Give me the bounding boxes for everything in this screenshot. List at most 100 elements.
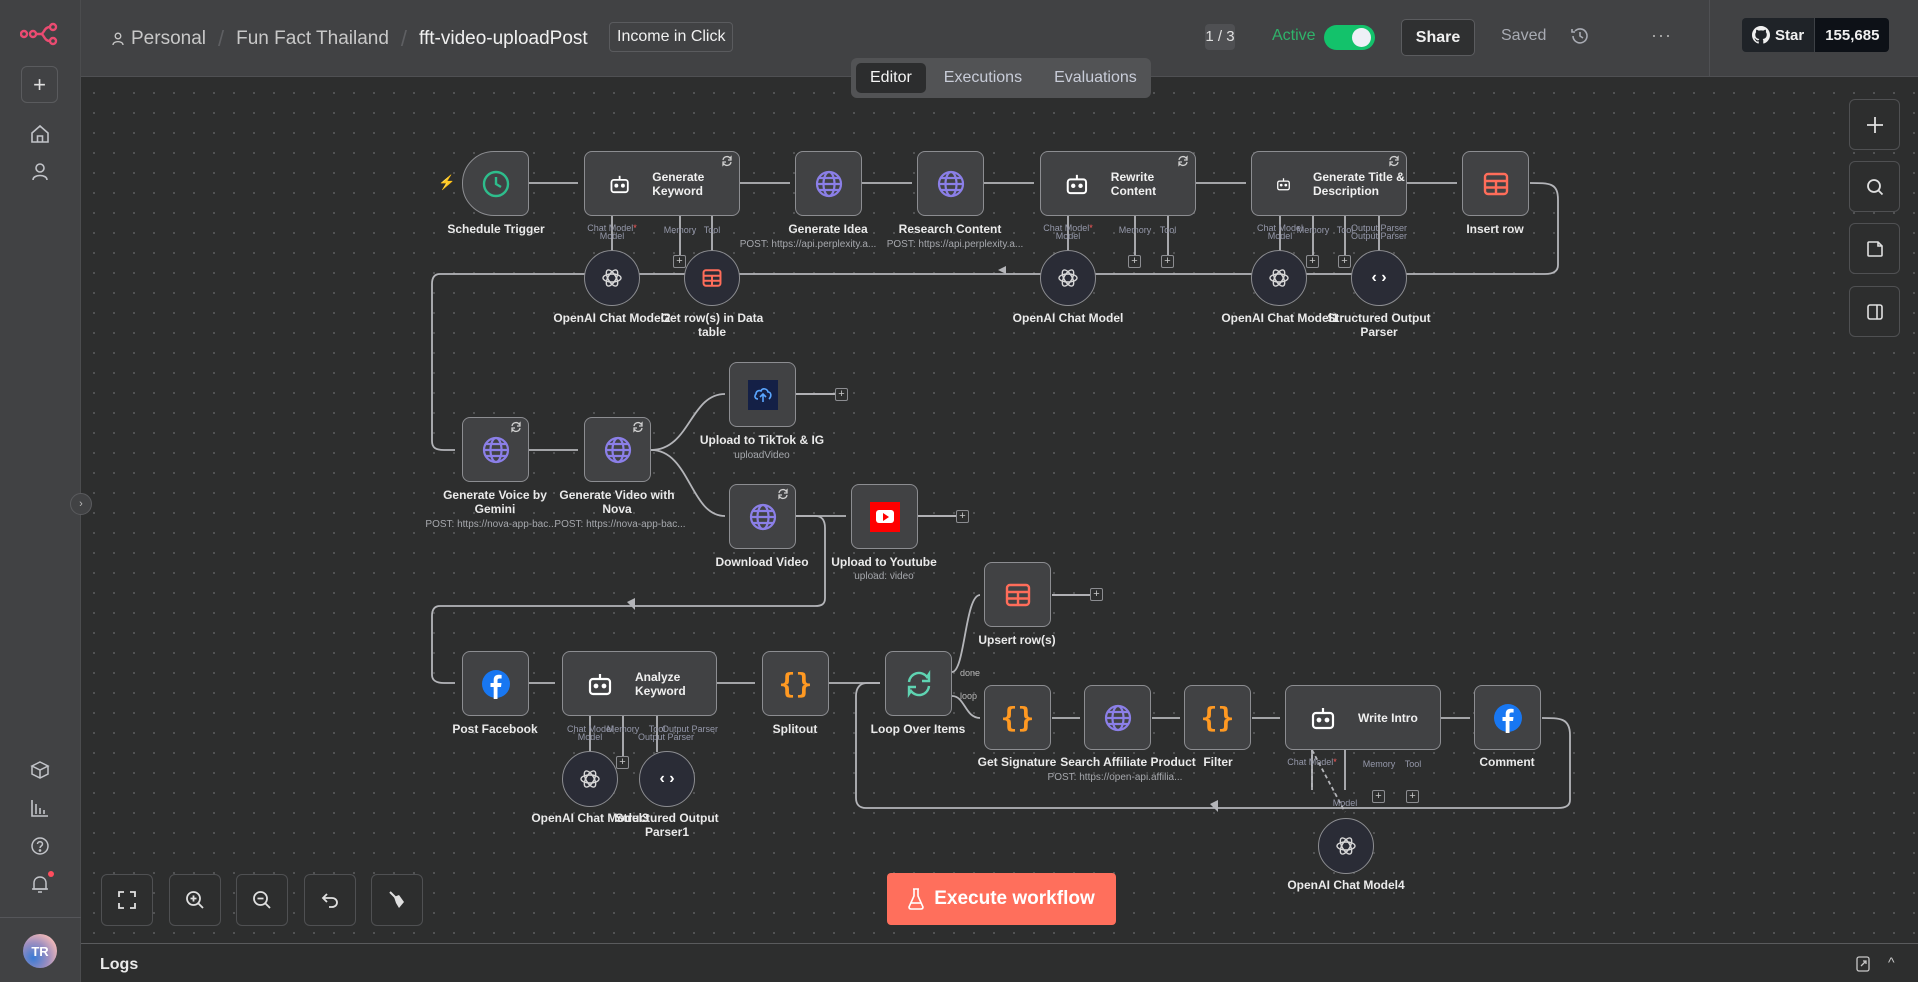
- add-node-button[interactable]: +: [835, 388, 848, 401]
- node-rewrite-content[interactable]: Rewrite Content: [1040, 151, 1196, 216]
- expand-sidebar-button[interactable]: ›: [70, 493, 92, 515]
- add-node-panel-button[interactable]: [1849, 99, 1900, 150]
- node-filter[interactable]: {}: [1184, 685, 1251, 750]
- active-toggle[interactable]: [1324, 25, 1375, 50]
- node-upload-tiktok[interactable]: [729, 362, 796, 427]
- node-generate-idea[interactable]: [795, 151, 862, 216]
- execute-workflow-label: Execute workflow: [934, 888, 1095, 909]
- add-tool-button[interactable]: +: [1161, 255, 1174, 268]
- home-icon[interactable]: [28, 122, 52, 146]
- node-generate-video[interactable]: [584, 417, 651, 482]
- github-star[interactable]: Star: [1742, 18, 1816, 52]
- insights-icon[interactable]: [28, 796, 52, 820]
- node-structured-output-parser[interactable]: ‹ ›: [1351, 250, 1407, 306]
- node-openai-chat-model3[interactable]: [562, 751, 618, 807]
- workflow-name[interactable]: fft-video-uploadPost: [419, 28, 588, 49]
- workflow-canvas[interactable]: [81, 78, 1918, 943]
- node-insert-row[interactable]: [1462, 151, 1529, 216]
- add-memory-button[interactable]: +: [616, 756, 629, 769]
- github-icon: [1752, 26, 1770, 44]
- sticky-note-button[interactable]: [1849, 223, 1900, 274]
- add-memory-button[interactable]: +: [1128, 255, 1141, 268]
- note-icon: [1866, 240, 1883, 257]
- node-splitout[interactable]: {}: [762, 651, 829, 716]
- port-chat-model-text: Chat Model: [587, 223, 634, 233]
- add-memory-button[interactable]: +: [1306, 255, 1319, 268]
- globe-icon: [749, 503, 776, 530]
- node-openai-chat-model4[interactable]: [1318, 818, 1374, 874]
- youtube-icon: [869, 501, 900, 532]
- tab-executions[interactable]: Executions: [943, 69, 1023, 86]
- globe-icon: [1104, 704, 1131, 731]
- create-button[interactable]: +: [21, 66, 58, 103]
- openai-icon: [580, 770, 600, 788]
- port-output-parser: Output Parser: [637, 732, 695, 742]
- node-post-facebook[interactable]: [462, 651, 529, 716]
- pop-out-icon[interactable]: [1856, 956, 1870, 972]
- notifications-icon[interactable]: [28, 872, 52, 896]
- node-structured-output-parser1[interactable]: ‹ ›: [639, 751, 695, 807]
- add-memory-button[interactable]: +: [673, 255, 686, 268]
- output-loop-label: loop: [960, 691, 978, 701]
- required-mark: *: [1089, 223, 1093, 233]
- node-download-video[interactable]: [729, 484, 796, 549]
- n8n-logo-icon[interactable]: [20, 22, 60, 46]
- breadcrumb-project[interactable]: Fun Fact Thailand: [236, 28, 389, 49]
- port-model: Model: [599, 231, 625, 241]
- zoom-in-button[interactable]: [169, 874, 221, 926]
- node-generate-keyword[interactable]: Generate Keyword: [584, 151, 740, 216]
- node-get-rows[interactable]: [684, 250, 740, 306]
- node-analyze-keyword[interactable]: Analyze Keyword: [562, 651, 717, 716]
- node-research-content[interactable]: [917, 151, 984, 216]
- node-upload-youtube[interactable]: [851, 484, 918, 549]
- node-write-intro[interactable]: Write Intro: [1285, 685, 1441, 750]
- add-node-button[interactable]: +: [1090, 588, 1103, 601]
- help-icon[interactable]: [28, 834, 52, 858]
- openai-icon: [1058, 269, 1078, 287]
- node-openai-chat-model2[interactable]: [584, 250, 640, 306]
- node-search-affiliate[interactable]: [1084, 685, 1151, 750]
- add-node-button[interactable]: +: [956, 510, 969, 523]
- logs-panel[interactable]: Logs ^: [81, 943, 1918, 982]
- node-label: Download Video: [715, 555, 809, 569]
- add-tool-button[interactable]: +: [1338, 255, 1351, 268]
- breadcrumb-personal[interactable]: Personal: [111, 28, 206, 50]
- node-label: Loop Over Items: [870, 722, 966, 736]
- node-openai-chat-model1[interactable]: [1251, 250, 1307, 306]
- toggle-panel-button[interactable]: [1849, 286, 1900, 337]
- github-star-button[interactable]: Star 155,685: [1742, 18, 1890, 52]
- tab-evaluations[interactable]: Evaluations: [1054, 69, 1137, 86]
- history-icon[interactable]: [1569, 25, 1591, 47]
- node-generate-voice[interactable]: [462, 417, 529, 482]
- node-label: Generate Voice by Gemini: [443, 488, 547, 516]
- port-memory: Memory: [663, 225, 697, 235]
- add-tool-button[interactable]: +: [1406, 790, 1419, 803]
- openai-icon: [1269, 269, 1289, 287]
- tidy-up-button[interactable]: [371, 874, 423, 926]
- node-loop-over-items[interactable]: [885, 651, 952, 716]
- chevron-up-icon[interactable]: ^: [1888, 954, 1895, 970]
- node-comment[interactable]: [1474, 685, 1541, 750]
- tab-editor[interactable]: Editor: [856, 63, 926, 93]
- node-openai-chat-model[interactable]: [1040, 250, 1096, 306]
- workflow-tag[interactable]: Income in Click: [609, 22, 734, 52]
- view-tabs: Editor Executions Evaluations: [851, 58, 1151, 98]
- undo-button[interactable]: [304, 874, 356, 926]
- fit-view-button[interactable]: [101, 874, 153, 926]
- node-label: Structured Output Parser1: [615, 811, 719, 839]
- node-schedule-trigger[interactable]: [462, 151, 529, 216]
- node-label: Generate Idea: [788, 222, 868, 236]
- node-generate-title[interactable]: Generate Title & Description: [1251, 151, 1407, 216]
- avatar[interactable]: TR: [23, 934, 57, 968]
- upload-cloud-icon: [747, 379, 778, 410]
- templates-icon[interactable]: [28, 758, 52, 782]
- zoom-out-button[interactable]: [236, 874, 288, 926]
- user-icon[interactable]: [28, 160, 52, 184]
- node-get-signature[interactable]: {}: [984, 685, 1051, 750]
- node-upsert-rows[interactable]: [984, 562, 1051, 627]
- execute-workflow-button[interactable]: Execute workflow: [887, 873, 1116, 925]
- share-button[interactable]: Share: [1401, 19, 1475, 56]
- more-options-icon[interactable]: ···: [1651, 25, 1672, 45]
- search-nodes-button[interactable]: [1849, 161, 1900, 212]
- add-memory-button[interactable]: +: [1372, 790, 1385, 803]
